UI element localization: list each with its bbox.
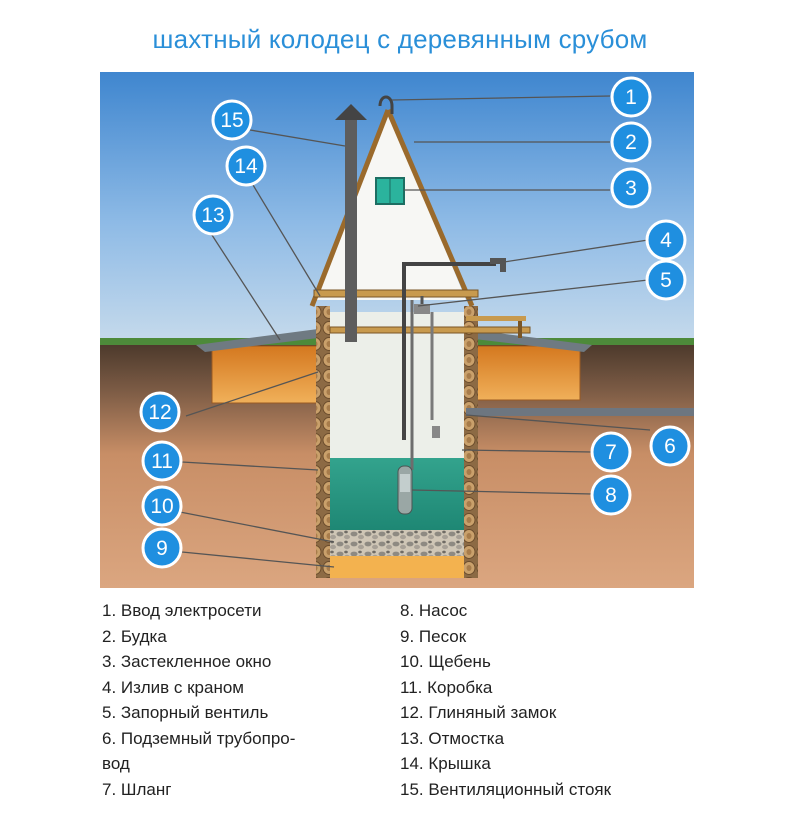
callout-14: 14 — [225, 145, 267, 187]
callout-15: 15 — [211, 99, 253, 141]
vent-riser-cap — [335, 104, 367, 120]
log-wall-right — [464, 306, 478, 578]
callout-11: 11 — [141, 440, 183, 482]
blind-area-right — [466, 329, 592, 352]
callout-6: 6 — [649, 425, 691, 467]
spout-pipe — [402, 262, 496, 440]
log-wall-left — [316, 306, 330, 578]
legend-item-7: 7. Шланг — [102, 779, 172, 799]
lid-beam-top — [313, 289, 479, 298]
valve-lower — [432, 426, 440, 438]
callout-1: 1 — [610, 76, 652, 118]
callout-10-label: 10 — [150, 495, 173, 518]
callout-10: 10 — [141, 485, 183, 527]
lid-beam-bottom — [329, 326, 531, 334]
legend-right-column: 8. Насос 9. Песок 10. Щебень 11. Коробка… — [400, 598, 611, 802]
gravel-layer — [330, 530, 464, 556]
callout-8: 8 — [590, 474, 632, 516]
sand-layer — [330, 556, 464, 578]
legend-item-4: 4. Излив с краном — [102, 677, 244, 697]
legend-item-8: 8. Насос — [400, 601, 468, 620]
legend-item-9: 9. Песок — [400, 626, 467, 646]
callout-15-label: 15 — [220, 109, 243, 132]
callout-1-label: 1 — [625, 86, 637, 109]
callout-4: 4 — [645, 219, 687, 261]
roof-rafter-right — [385, 109, 475, 307]
electric-inlet — [378, 95, 394, 114]
callout-5-label: 5 — [660, 269, 672, 292]
legend-item-5: 5. Запорный вентиль — [102, 703, 269, 722]
callout-2: 2 — [610, 121, 652, 163]
callout-12-label: 12 — [148, 401, 171, 424]
legend-left-column: 1. Ввод электросети 2. Будка 3. Застекле… — [102, 598, 295, 802]
leader-lines — [179, 95, 651, 568]
legend-item-10: 10. Щебень — [400, 652, 491, 671]
vent-riser-pipe — [345, 120, 357, 342]
callout-6-label: 6 — [664, 435, 676, 458]
well-diagram: 1 2 3 4 5 6 7 8 9 10 11 12 13 14 15 — [100, 72, 694, 588]
callout-12: 12 — [139, 391, 181, 433]
callout-3: 3 — [610, 167, 652, 209]
water — [330, 458, 464, 530]
legend-item-14: 14. Крышка — [400, 754, 491, 773]
callout-2-label: 2 — [625, 131, 637, 154]
legend-item-6: 6. Подземный трубопро- — [102, 728, 296, 748]
callout-7-label: 7 — [605, 441, 617, 464]
legend-item-2: 2. Будка — [102, 626, 167, 646]
callout-9: 9 — [141, 527, 183, 569]
lid-top-right — [466, 316, 526, 321]
legend-item-6-cont: вод — [102, 754, 130, 773]
diagram-title: шахтный колодец с деревянным срубом — [152, 24, 648, 54]
tap — [490, 258, 506, 272]
callout-13: 13 — [192, 194, 234, 236]
clay-lock-right — [463, 345, 581, 401]
callout-7: 7 — [590, 431, 632, 473]
callout-8-label: 8 — [605, 484, 617, 507]
underground-pipeline — [466, 408, 694, 416]
legend-item-13: 13. Отмостка — [400, 728, 505, 748]
callout-11-label: 11 — [151, 450, 173, 473]
legend-item-1: 1. Ввод электросети — [102, 601, 262, 620]
callout-9-label: 9 — [156, 537, 168, 560]
legend-item-12: 12. Глиняный замок — [400, 703, 557, 722]
blind-area-left — [196, 329, 318, 352]
callout-5: 5 — [645, 259, 687, 301]
clay-lock-left — [211, 345, 319, 404]
legend-item-3: 3. Застекленное окно — [102, 652, 272, 671]
legend-item-11: 11. Коробка — [400, 677, 493, 697]
callout-3-label: 3 — [625, 177, 637, 200]
callout-13-label: 13 — [201, 204, 224, 227]
callout-14-label: 14 — [234, 155, 258, 178]
callout-4-label: 4 — [660, 229, 672, 252]
shutoff-valve — [414, 304, 430, 314]
legend-item-15: 15. Вентиляционный стояк — [400, 779, 612, 799]
